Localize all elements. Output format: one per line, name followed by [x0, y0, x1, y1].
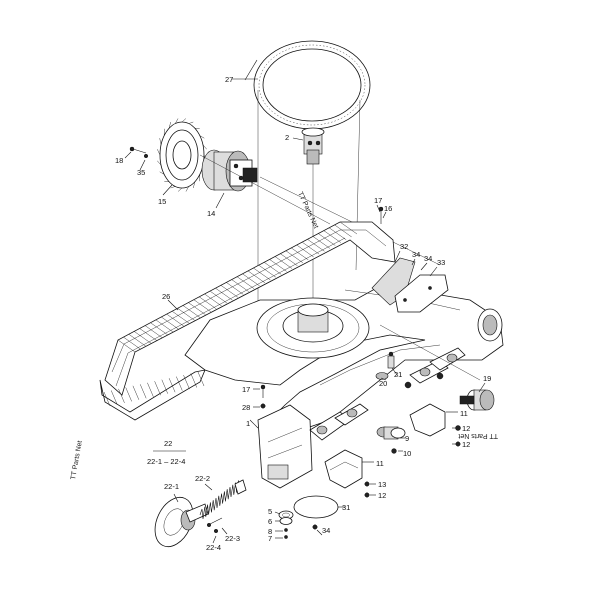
watermark-left: TT Parts Net [70, 440, 84, 480]
label-27: 27 [225, 75, 233, 84]
label-12-c: 12 [378, 491, 386, 500]
label-10: 10 [403, 449, 411, 458]
bolt[interactable] [364, 481, 370, 498]
sprocket[interactable] [157, 118, 207, 192]
idler-roller[interactable] [455, 389, 495, 447]
label-22-4: 22-4 [206, 543, 221, 552]
carrier-roller[interactable] [375, 351, 395, 380]
idler-bolt[interactable] [206, 517, 223, 534]
label-6: 6 [268, 517, 272, 526]
label-7: 7 [268, 534, 272, 543]
label-18: 18 [115, 156, 123, 165]
swing-bearing[interactable] [253, 40, 371, 130]
watermark-top: TT Parts Net [296, 191, 319, 230]
label-22: 22 [164, 439, 172, 448]
label-8: 8 [268, 527, 272, 536]
label-1: 1 [246, 419, 250, 428]
label-31: 31 [342, 503, 350, 512]
track-guard[interactable] [324, 403, 446, 489]
label-11-a: 11 [376, 459, 384, 468]
label-22-3: 22-3 [225, 534, 240, 543]
label-16: 16 [384, 204, 392, 213]
label-5: 5 [268, 507, 272, 516]
sprocket-bolt[interactable] [129, 146, 149, 159]
label-22-2: 22-2 [195, 474, 210, 483]
label-35: 35 [137, 168, 145, 177]
label-17-top: 17 [374, 196, 382, 205]
label-22-1: 22-1 [164, 482, 179, 491]
label-20: 20 [379, 379, 387, 388]
label-32: 32 [400, 242, 408, 251]
frame-front-end[interactable] [257, 404, 313, 489]
label-19: 19 [483, 374, 491, 383]
small-hardware[interactable] [278, 510, 318, 539]
label-26: 26 [162, 292, 170, 301]
watermark-right: TT Parts Net [458, 432, 498, 439]
label-21: 21 [394, 370, 402, 379]
label-28: 28 [242, 403, 250, 412]
track-roller[interactable] [376, 426, 406, 454]
label-12-b: 12 [462, 440, 470, 449]
front-idler[interactable] [148, 491, 209, 552]
label-34-b: 34 [424, 254, 432, 263]
label-2: 2 [285, 133, 289, 142]
label-14: 14 [207, 209, 215, 218]
bolt[interactable] [378, 206, 384, 224]
label-34-c: 34 [322, 526, 330, 535]
cover-plate[interactable] [371, 257, 449, 313]
cover-disc[interactable] [293, 495, 339, 519]
label-13: 13 [378, 480, 386, 489]
label-11-b: 11 [460, 409, 468, 418]
label-17-mid: 17 [242, 385, 250, 394]
track-rollers[interactable] [309, 347, 466, 441]
bolt[interactable] [260, 384, 266, 409]
label-34-a: 34 [412, 250, 420, 259]
label-22-range: 22-1 – 22-4 [147, 457, 185, 466]
recoil-spring[interactable] [199, 479, 247, 520]
label-12-a: 12 [462, 424, 470, 433]
swivel-joint[interactable] [301, 127, 325, 165]
label-9: 9 [405, 434, 409, 443]
label-15: 15 [158, 197, 166, 206]
label-33: 33 [437, 258, 445, 267]
